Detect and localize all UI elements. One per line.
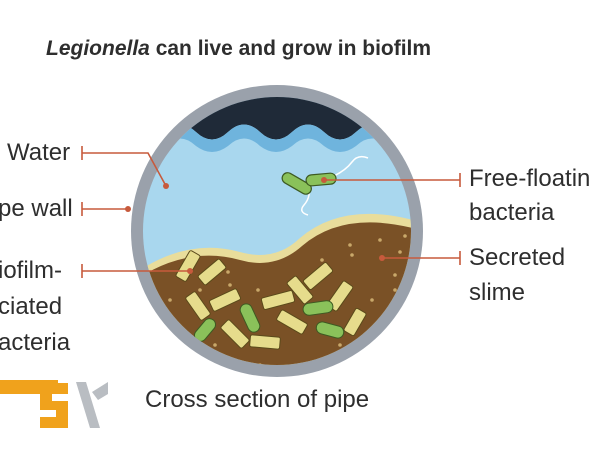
bacterium: [239, 303, 261, 333]
label-slime-line-1: Secreted: [469, 244, 566, 271]
bacterium: [276, 309, 308, 335]
bacterium: [197, 258, 227, 286]
bacterium: [175, 250, 201, 282]
label-slime-line-2: slime: [469, 279, 526, 306]
leader-lines: [81, 146, 461, 278]
label-free-floating-line-2: bacteria: [469, 199, 555, 226]
label-water: Water: [7, 139, 71, 166]
biofilm-leader: [81, 264, 188, 278]
free-floating-leader: [326, 173, 461, 187]
bacterium: [220, 319, 250, 349]
slime-leader: [384, 251, 461, 265]
diagram-caption: Cross section of pipe: [145, 386, 370, 413]
bacterium: [315, 321, 345, 339]
water-leader: [81, 146, 167, 187]
pipe-wall-leader: [81, 202, 126, 216]
biofilm-bacteria: [175, 250, 367, 350]
label-biofilm-line-1: iofilm-: [0, 257, 62, 284]
bacterium: [249, 334, 281, 350]
logo-mark: [0, 380, 108, 428]
title-text: can live and grow in biofilm: [149, 37, 432, 60]
diagram-title: Legionella can live and grow in biofilm: [46, 37, 431, 61]
label-pipe-wall: pe wall: [0, 195, 73, 222]
title-organism: Legionella: [46, 37, 150, 60]
label-biofilm-line-2: ciated: [0, 293, 63, 320]
bacterium: [286, 275, 314, 305]
bacterium: [260, 290, 296, 310]
bacterium: [209, 288, 241, 312]
label-biofilm-line-3: acteria: [0, 329, 71, 356]
label-free-floating-line-1: Free-floatin: [469, 165, 591, 192]
bacterium: [302, 262, 334, 290]
bacterium: [343, 307, 367, 337]
bacterium: [302, 300, 334, 316]
bacterium: [185, 291, 211, 321]
water-surface: [143, 124, 411, 152]
